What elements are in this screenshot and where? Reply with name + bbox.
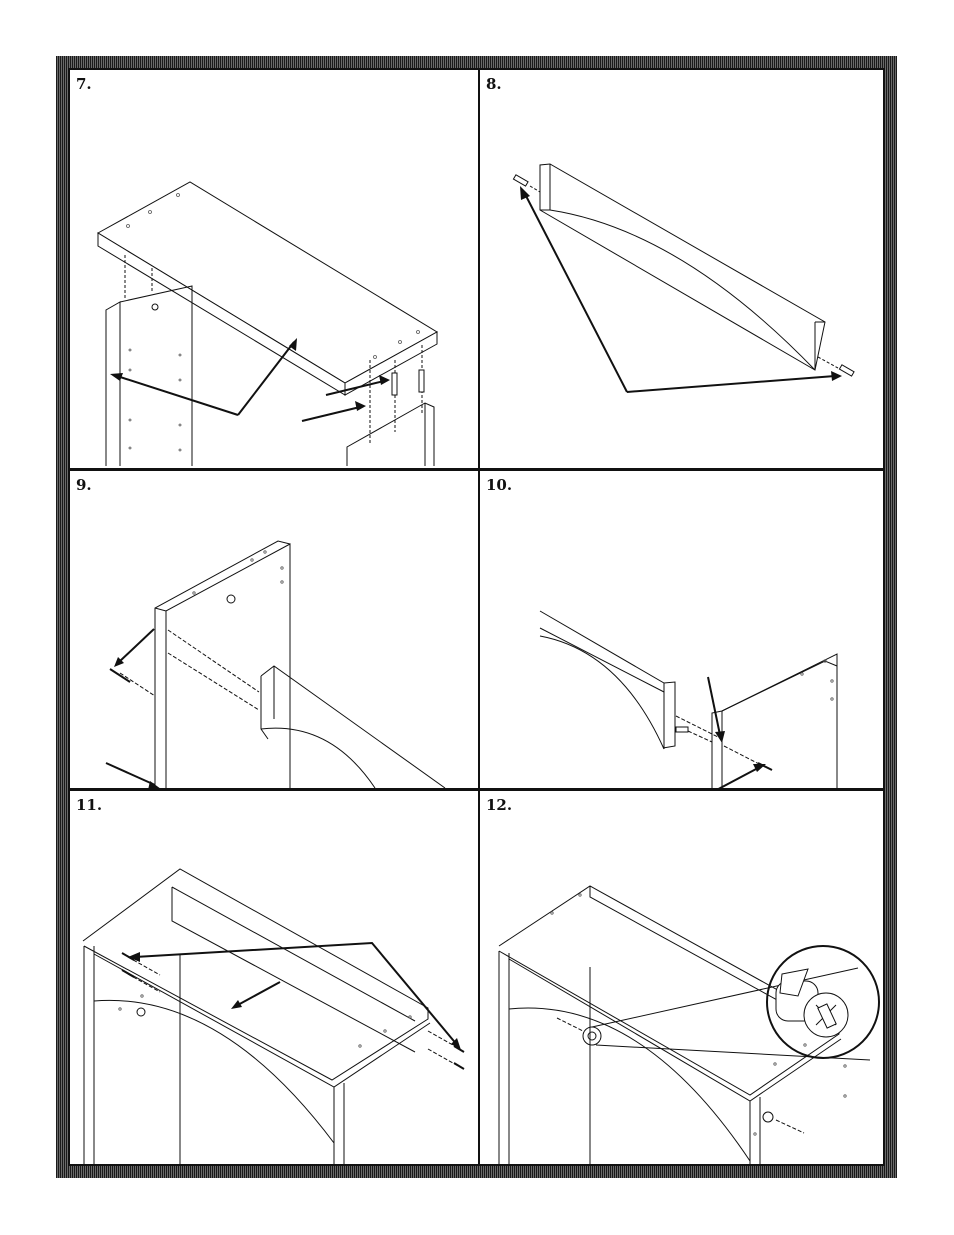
page-frame: 7. bbox=[56, 56, 897, 1178]
step-7-illustration bbox=[70, 70, 478, 468]
step-8-illustration bbox=[480, 70, 885, 468]
step-9-panel: 9. bbox=[70, 471, 478, 788]
step-10-illustration bbox=[480, 471, 885, 788]
step-9-illustration bbox=[70, 471, 478, 788]
step-7-panel: 7. bbox=[70, 70, 478, 468]
step-12-panel: 12. bbox=[480, 791, 885, 1164]
step-10-panel: 10. bbox=[480, 471, 885, 788]
step-11-panel: 11. bbox=[70, 791, 478, 1164]
instruction-grid: 7. bbox=[68, 68, 885, 1166]
step-11-illustration bbox=[70, 791, 478, 1164]
step-12-illustration bbox=[480, 791, 885, 1164]
step-8-panel: 8. bbox=[480, 70, 885, 468]
